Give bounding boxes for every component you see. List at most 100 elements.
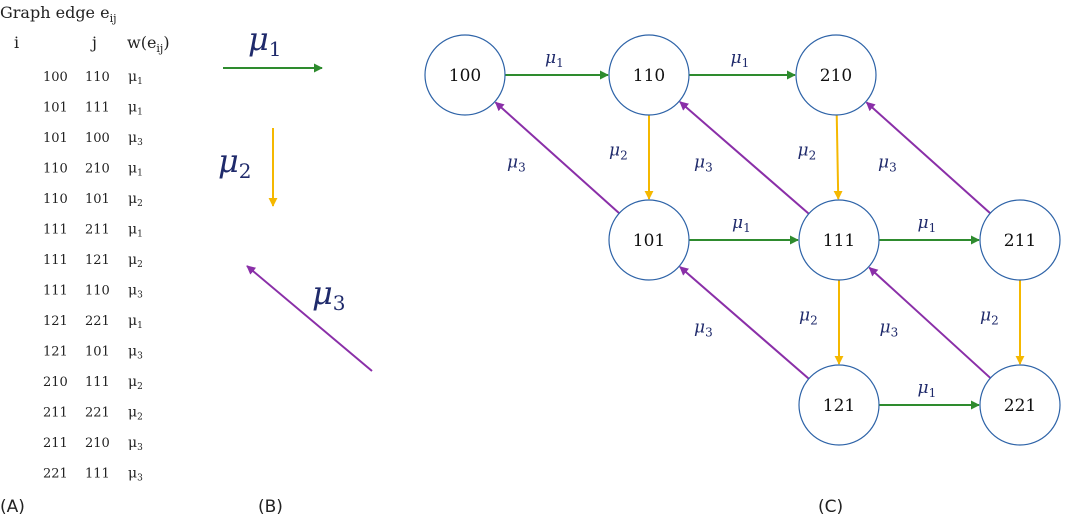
row-i: 100 bbox=[43, 70, 68, 85]
node-circle bbox=[798, 199, 880, 281]
node-circle bbox=[424, 34, 506, 116]
graph-nodes: 100 110 210 101 111 211 121 221 bbox=[424, 34, 1061, 446]
row-i: 111 bbox=[43, 284, 68, 299]
table-row: 111 110 μ3 bbox=[43, 283, 143, 301]
node-111: 111 bbox=[798, 199, 880, 281]
node-100: 100 bbox=[424, 34, 506, 116]
edge-label-101-100: μ3 bbox=[507, 153, 526, 175]
row-j: 110 bbox=[85, 284, 110, 299]
table-title: Graph edge eij bbox=[0, 3, 117, 25]
row-j: 111 bbox=[85, 467, 110, 482]
edge-label-101-111: μ1 bbox=[732, 213, 751, 235]
node-circle bbox=[798, 364, 880, 446]
row-j: 221 bbox=[85, 314, 110, 329]
table-row: 100 110 μ1 bbox=[43, 69, 143, 87]
row-i: 111 bbox=[43, 223, 68, 238]
row-weight: μ2 bbox=[128, 191, 143, 209]
row-j: 221 bbox=[85, 406, 110, 421]
node-label: 211 bbox=[1004, 231, 1036, 251]
row-j: 101 bbox=[85, 192, 110, 207]
row-i: 221 bbox=[43, 467, 68, 482]
node-221: 221 bbox=[979, 364, 1061, 446]
legend-label-mu3: μ3 bbox=[312, 274, 346, 315]
row-j: 111 bbox=[85, 375, 110, 390]
edge-211-210 bbox=[865, 101, 991, 215]
edge-label-211-210: μ3 bbox=[878, 153, 897, 175]
edge-label-110-210: μ1 bbox=[731, 48, 750, 70]
edge-label-111-211: μ1 bbox=[918, 213, 937, 235]
node-label: 101 bbox=[633, 231, 665, 251]
node-circle bbox=[979, 364, 1061, 446]
edge-121-101 bbox=[679, 266, 810, 380]
legend-label-mu1: μ1 bbox=[248, 20, 282, 61]
table-header-w: w(eij) bbox=[127, 33, 170, 55]
node-circle bbox=[795, 34, 877, 116]
node-121: 121 bbox=[798, 364, 880, 446]
row-weight: μ1 bbox=[128, 69, 143, 87]
row-weight: μ1 bbox=[128, 161, 143, 179]
row-j: 111 bbox=[85, 101, 110, 116]
row-i: 110 bbox=[43, 162, 68, 177]
row-weight: μ3 bbox=[128, 344, 143, 362]
row-weight: μ3 bbox=[128, 466, 143, 484]
row-i: 111 bbox=[43, 253, 68, 268]
node-210: 210 bbox=[795, 34, 877, 116]
node-211: 211 bbox=[979, 199, 1061, 281]
table-row: 211 221 μ2 bbox=[43, 405, 143, 423]
table-row: 111 211 μ1 bbox=[43, 222, 143, 240]
node-label: 110 bbox=[633, 66, 665, 86]
row-weight: μ3 bbox=[128, 435, 143, 453]
row-i: 211 bbox=[43, 406, 68, 421]
edge-label-110-101: μ2 bbox=[609, 141, 628, 163]
legend-arrow-mu3 bbox=[246, 265, 373, 372]
node-label: 111 bbox=[823, 231, 855, 251]
row-weight: μ2 bbox=[128, 252, 143, 270]
graph-edges bbox=[494, 70, 1025, 410]
edge-111-110 bbox=[679, 101, 810, 215]
table-row: 101 100 μ3 bbox=[43, 130, 143, 148]
node-circle bbox=[608, 34, 690, 116]
edge-101-100 bbox=[494, 101, 620, 215]
row-i: 101 bbox=[43, 131, 68, 146]
edge-label-111-110: μ3 bbox=[694, 153, 713, 175]
row-weight: μ2 bbox=[128, 405, 143, 423]
edge-label-121-101: μ3 bbox=[694, 318, 713, 340]
row-weight: μ2 bbox=[128, 374, 143, 392]
node-101: 101 bbox=[608, 199, 690, 281]
row-i: 121 bbox=[43, 345, 68, 360]
table-row: 221 111 μ3 bbox=[43, 466, 143, 484]
legend-label-mu2: μ2 bbox=[218, 142, 252, 183]
node-110: 110 bbox=[608, 34, 690, 116]
edge-label-111-121: μ2 bbox=[799, 306, 818, 328]
panel-label-b: (B) bbox=[258, 497, 283, 517]
row-weight: μ3 bbox=[128, 283, 143, 301]
row-i: 211 bbox=[43, 436, 68, 451]
edge-210-111 bbox=[833, 114, 843, 200]
row-j: 211 bbox=[85, 223, 110, 238]
row-i: 101 bbox=[43, 101, 68, 116]
edge-label-221-111: μ3 bbox=[880, 318, 899, 340]
table-row: 110 101 μ2 bbox=[43, 191, 143, 209]
panel-label-a: (A) bbox=[0, 497, 25, 517]
edge-label-121-221: μ1 bbox=[918, 378, 937, 400]
row-j: 110 bbox=[85, 70, 110, 85]
node-circle bbox=[608, 199, 690, 281]
node-circle bbox=[979, 199, 1061, 281]
node-label: 210 bbox=[820, 66, 852, 86]
arrow-legend: μ1 μ2 μ3 bbox=[218, 20, 373, 372]
row-j: 100 bbox=[85, 131, 110, 146]
row-weight: μ3 bbox=[128, 130, 143, 148]
row-weight: μ1 bbox=[128, 222, 143, 240]
panel-label-c: (C) bbox=[818, 497, 843, 517]
edge-221-111 bbox=[868, 266, 992, 379]
node-label: 221 bbox=[1004, 396, 1036, 416]
row-i: 110 bbox=[43, 192, 68, 207]
node-label: 100 bbox=[449, 66, 481, 86]
